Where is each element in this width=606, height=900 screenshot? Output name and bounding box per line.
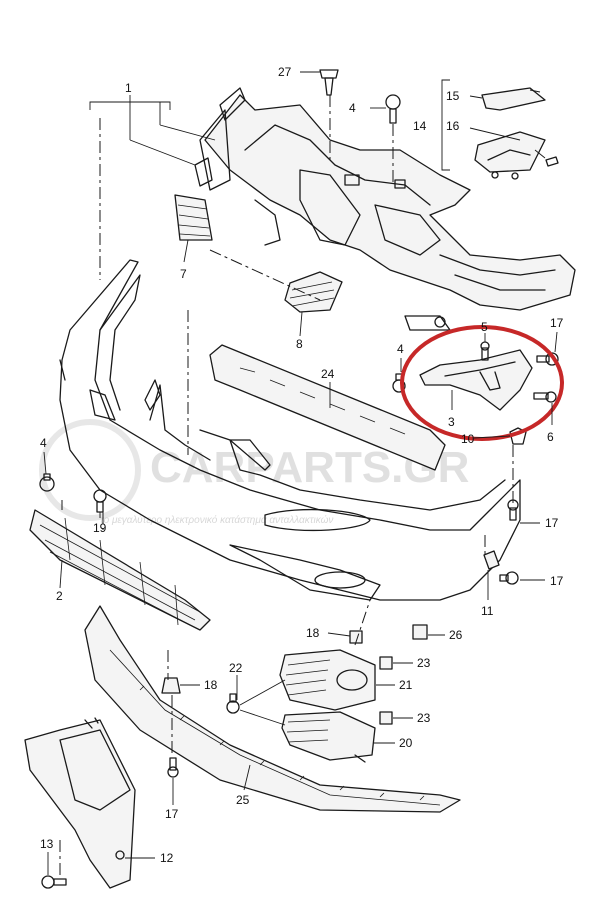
callout-11: 11 — [481, 604, 494, 618]
watermark-tagline: το μεγαλύτερο ηλεκτρονικό κατάστημα αντα… — [100, 514, 333, 526]
callout-24: 24 — [321, 367, 335, 381]
callout-10: 10 — [461, 432, 475, 446]
callout-1: 1 — [125, 81, 132, 95]
callout-14: 14 — [413, 119, 427, 133]
nut-6 — [545, 391, 557, 403]
bolt-4-left — [39, 473, 55, 492]
callout-17-lower-b: 17 — [550, 574, 564, 588]
fog-grille-20 — [281, 711, 376, 763]
callout-17-lower-c: 17 — [165, 807, 179, 821]
callout-22: 22 — [229, 661, 243, 675]
side-bracket-3 — [419, 349, 533, 411]
callout-25: 25 — [236, 793, 250, 807]
callout-4-mid: 4 — [397, 342, 404, 356]
callout-3: 3 — [448, 415, 455, 429]
push-clip-27 — [319, 69, 339, 96]
callout-4-top: 4 — [349, 101, 356, 115]
callout-8: 8 — [296, 337, 303, 351]
callout-21: 21 — [399, 678, 413, 692]
callout-2: 2 — [56, 589, 63, 603]
watermark: CARPARTS.GR το μεγαλύτερο ηλεκτρονικό κα… — [39, 419, 469, 526]
callout-17-lower-a: 17 — [545, 516, 559, 530]
callout-labels: 1 2 3 4 4 4 5 6 7 8 10 11 12 13 14 15 16… — [40, 65, 564, 865]
screw-19 — [93, 489, 107, 513]
clip-5 — [481, 347, 489, 361]
callout-18-b: 18 — [204, 678, 218, 692]
energy-absorber-24 — [209, 344, 446, 471]
bumper-cover — [59, 259, 521, 601]
bolt-17-lower-c — [167, 757, 179, 778]
clip-18-b — [161, 677, 181, 694]
fog-grille-21 — [279, 649, 376, 711]
callout-7: 7 — [180, 267, 187, 281]
callout-12: 12 — [160, 851, 174, 865]
lower-grille-2 — [29, 509, 211, 631]
headlamp-washer-group — [404, 87, 559, 331]
screw-22 — [226, 693, 240, 714]
clip-23-a — [379, 656, 393, 670]
callout-27: 27 — [278, 65, 292, 79]
wheel-liner-12 — [24, 717, 136, 889]
callout-5: 5 — [481, 320, 488, 334]
assembly-lines — [59, 95, 514, 875]
washer-nozzle-16 — [474, 131, 546, 173]
callout-4-left: 4 — [40, 436, 47, 450]
grille-insert-7 — [174, 194, 213, 241]
callout-23-a: 23 — [417, 656, 431, 670]
spoiler-lip-25 — [84, 605, 461, 813]
bolt-17-lower-b — [499, 571, 519, 585]
callout-20: 20 — [399, 736, 413, 750]
bumper-carrier — [194, 87, 576, 311]
highlight-ring — [400, 325, 564, 441]
nut-26 — [412, 624, 428, 640]
callout-19: 19 — [93, 521, 107, 535]
clip-10 — [509, 427, 527, 445]
callout-13: 13 — [40, 837, 54, 851]
callout-23-b: 23 — [417, 711, 431, 725]
clip-11 — [483, 550, 500, 570]
callout-17-upper: 17 — [550, 316, 564, 330]
bolt-4-top — [385, 94, 401, 124]
callout-15: 15 — [446, 89, 460, 103]
washer-cover-15 — [481, 87, 546, 111]
clip-23-b — [379, 711, 393, 725]
grille-insert-8 — [284, 271, 343, 313]
screw-13 — [41, 875, 67, 889]
callout-18-a: 18 — [306, 626, 320, 640]
leader-lines — [43, 71, 558, 875]
callout-26: 26 — [449, 628, 463, 642]
callout-16: 16 — [446, 119, 460, 133]
callout-6: 6 — [547, 430, 554, 444]
